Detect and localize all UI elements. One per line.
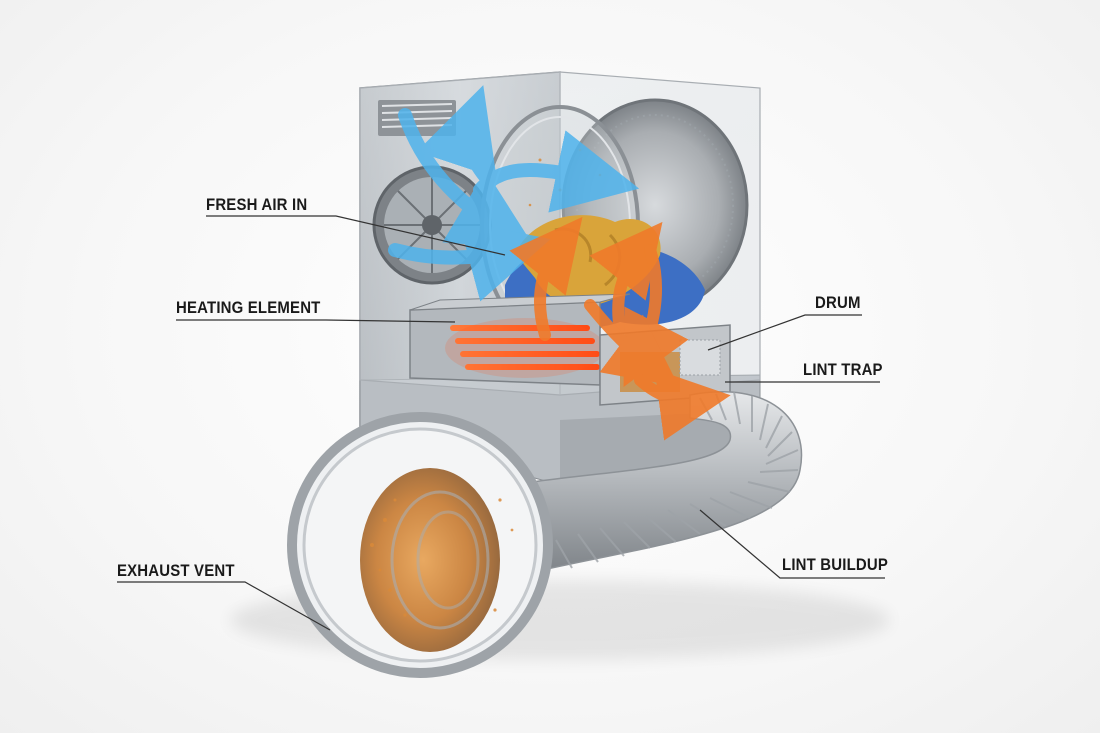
label-lint-buildup: LINT BUILDUP bbox=[782, 555, 888, 574]
leader-heating bbox=[176, 319, 456, 323]
label-exhaust-vent: EXHAUST VENT bbox=[117, 561, 235, 580]
lint-particles bbox=[370, 148, 602, 617]
hot-air-arrow-1 bbox=[509, 216, 583, 341]
leader-fresh-air bbox=[206, 215, 506, 256]
label-heating-element: HEATING ELEMENT bbox=[176, 298, 321, 317]
heating-element bbox=[409, 293, 631, 386]
hot-air-arrows bbox=[509, 216, 731, 441]
leader-exhaust bbox=[117, 581, 331, 631]
hot-air-arrow-4 bbox=[584, 299, 679, 387]
exhaust-vent bbox=[287, 412, 553, 678]
hot-air-arrow-5 bbox=[634, 369, 731, 441]
label-fresh-air-in: FRESH AIR IN bbox=[206, 195, 308, 214]
leader-lint-buildup bbox=[699, 509, 885, 579]
label-lint-trap: LINT TRAP bbox=[803, 360, 883, 379]
leader-lines bbox=[117, 215, 885, 631]
fresh-air-arrow-4 bbox=[416, 85, 497, 189]
fresh-air-arrow-2 bbox=[388, 220, 551, 302]
label-drum: DRUM bbox=[815, 293, 861, 312]
fresh-air-arrows bbox=[388, 85, 640, 302]
leader-drum bbox=[707, 314, 862, 351]
blower-fan bbox=[372, 165, 492, 285]
